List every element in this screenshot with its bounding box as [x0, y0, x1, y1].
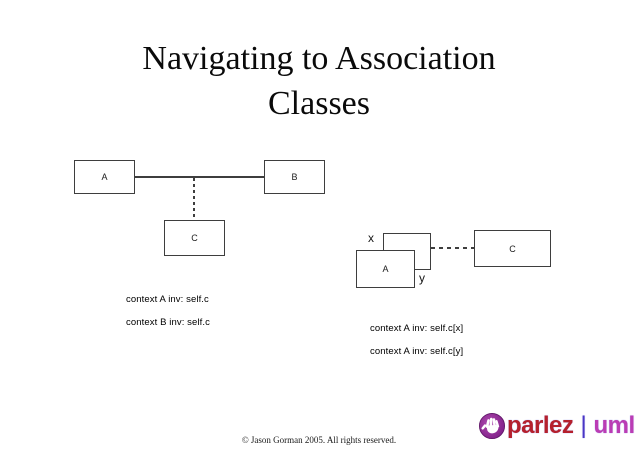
class-box-c-right: C: [474, 230, 551, 267]
association-line: [135, 176, 264, 178]
logo-text-parlez: parlez: [507, 412, 574, 439]
slide-title-line-2: Classes: [268, 85, 370, 122]
association-class-dashed-connector: [193, 178, 195, 220]
footer-copyright: © Jason Gorman 2005. All rights reserved…: [241, 435, 397, 445]
class-box-a-front: A: [356, 250, 415, 288]
class-box-a-label: A: [101, 172, 108, 182]
logo-text: parlez | uml: [507, 412, 635, 440]
logo-separator: |: [580, 412, 587, 439]
class-box-b: B: [264, 160, 325, 194]
slide-title-line-1: Navigating to Association: [142, 40, 496, 77]
class-box-a-front-label: A: [382, 264, 389, 274]
qualifier-y-label: y: [419, 271, 425, 285]
association-class-box-c-label: C: [191, 233, 198, 243]
dashed-connector-to-c: [431, 247, 474, 249]
ocl-constraint: context A inv: self.c[y]: [370, 346, 464, 357]
ocl-constraint: context A inv: self.c[x]: [370, 323, 464, 334]
qualifier-x-label: x: [368, 231, 374, 245]
parlezuml-logo: parlez | uml: [479, 412, 635, 440]
class-box-b-label: B: [291, 172, 298, 182]
class-box-c-right-label: C: [509, 243, 516, 254]
slide-title: Navigating to Association Classes: [0, 36, 638, 126]
hand-icon: [479, 413, 505, 439]
ocl-constraint: context A inv: self.c: [126, 294, 209, 305]
class-box-a: A: [74, 160, 135, 194]
logo-text-uml: uml: [593, 412, 635, 439]
association-class-box-c: C: [164, 220, 225, 256]
ocl-constraint: context B inv: self.c: [126, 317, 210, 328]
